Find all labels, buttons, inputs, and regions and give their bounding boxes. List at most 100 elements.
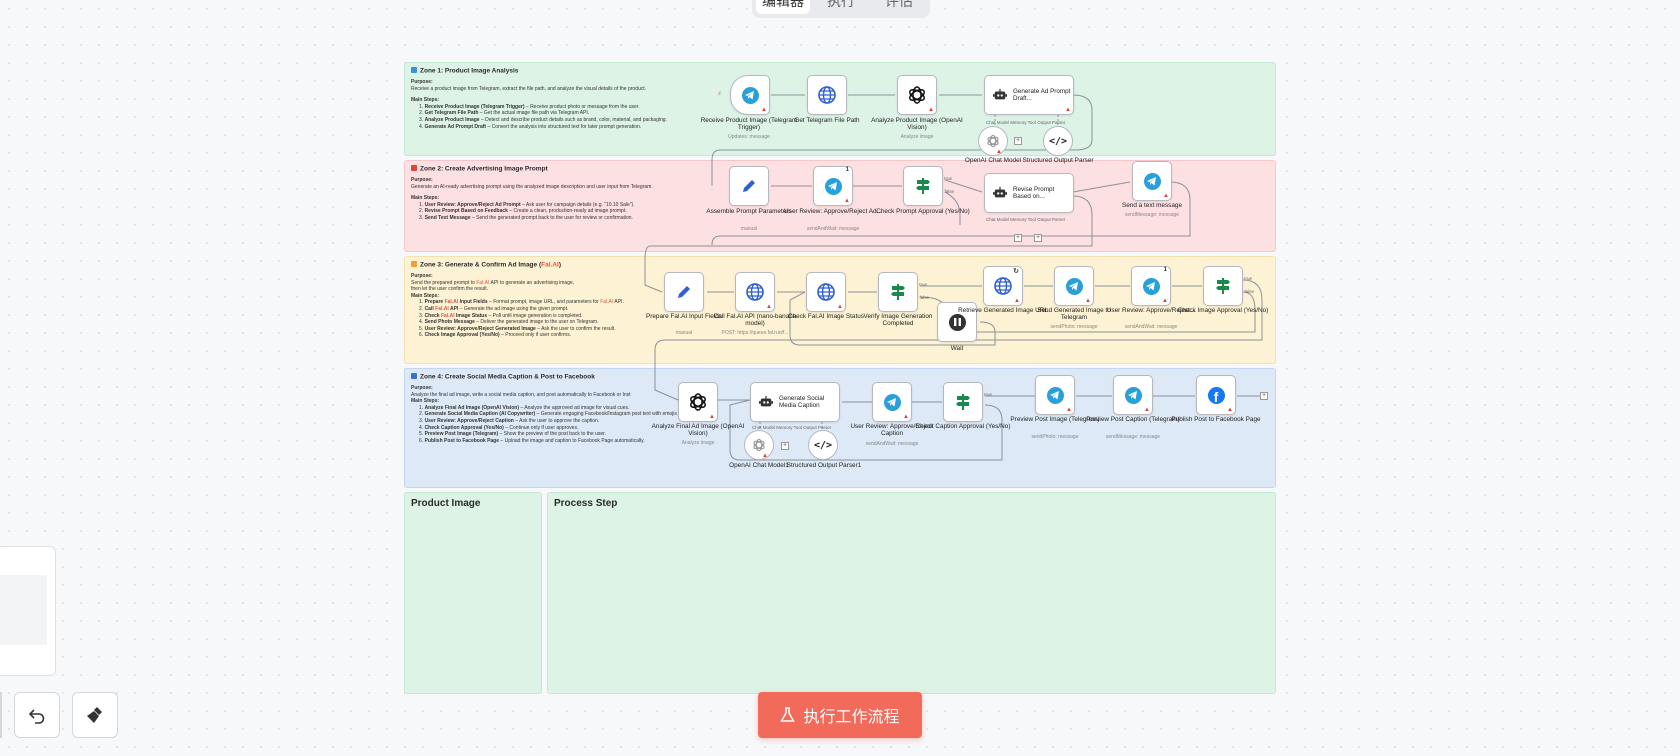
node-label: Generate Social Media Caption <box>779 394 825 410</box>
zone-4-description: Purpose: Analyze the final ad image, wri… <box>411 385 710 444</box>
if-node[interactable]: true <box>943 382 992 422</box>
add-memory-button[interactable]: + <box>1014 137 1022 145</box>
warning-icon: ▲ <box>844 198 850 204</box>
node-label: User Review: Approve/Reject... <box>1106 307 1196 314</box>
pencil-icon <box>678 286 690 298</box>
warning-icon: ▲ <box>1227 407 1233 413</box>
node-label: Check Fal.AI Image Status <box>787 313 864 320</box>
node-ports: Chat Model Memory Tool Output Parser <box>986 217 1066 222</box>
undo-icon <box>28 709 45 724</box>
tab-editor[interactable]: 编辑器 <box>756 0 810 14</box>
set-node[interactable] <box>729 166 769 206</box>
telegram-send-and-wait-node[interactable]: 1 ▲ <box>1131 266 1171 306</box>
node-subtitle: Analyze image <box>900 134 934 140</box>
node-subtitle: POST: https://queue.fal.run/f... <box>721 330 789 336</box>
openai-chat-model-node[interactable]: ▲ <box>744 430 774 460</box>
zoom-button[interactable] <box>0 692 2 738</box>
node-label: Analyze Final Ad Image (OpenAI Vision) <box>651 423 745 438</box>
if-node[interactable]: true false <box>1203 266 1254 306</box>
warning-icon: ▲ <box>709 414 715 420</box>
tab-executions[interactable]: 执行 <box>827 0 855 9</box>
http-request-node[interactable]: ▲ <box>735 272 775 312</box>
zone-1-title: Zone 1: Product Image Analysis <box>420 67 519 75</box>
telegram-send-and-wait-node[interactable]: ▲ <box>872 382 912 422</box>
ai-agent-node[interactable]: Generate Social Media Caption <box>750 382 840 422</box>
openai-vision-node[interactable]: ▲ <box>678 382 718 422</box>
node-label: User Review: Approve/Reject Ad... <box>784 208 882 215</box>
node-label: Send a text message <box>1121 202 1183 209</box>
signpost-icon <box>956 394 970 410</box>
add-parser-button[interactable]: + <box>1034 234 1042 242</box>
warning-icon: ▲ <box>1066 407 1072 413</box>
square-icon <box>411 67 417 73</box>
warning-icon: ▲ <box>928 107 934 113</box>
telegram-icon <box>741 86 759 104</box>
warning-icon: ▲ <box>766 304 772 310</box>
warning-icon: ▲ <box>1163 193 1169 199</box>
wait-node[interactable] <box>937 302 977 342</box>
process-step-sticky-note[interactable]: Process Step <box>547 492 1276 694</box>
facebook-graph-node[interactable]: f ▲ <box>1196 375 1236 415</box>
node-subtitle: manual <box>740 226 758 232</box>
zone-1-description: Purpose: Receive a product image from Te… <box>411 79 667 130</box>
tab-evaluations[interactable]: 评估 <box>885 0 913 9</box>
node-label: Receive Product Image (Telegram Trigger) <box>700 117 798 132</box>
set-node[interactable] <box>664 272 704 312</box>
node-label: Generate Ad Prompt Draft... <box>1013 87 1071 103</box>
ai-agent-node[interactable]: Revise Prompt Based on... <box>984 173 1074 213</box>
node-label: Retrieve Generated Image URL <box>958 307 1048 314</box>
node-label: Analyze Product Image (OpenAI Vision) <box>871 117 963 132</box>
add-memory-button[interactable]: + <box>781 442 789 450</box>
http-request-node[interactable]: ▲ <box>806 272 846 312</box>
undo-button[interactable] <box>14 692 60 738</box>
node-subtitle: Analyze image <box>681 440 715 446</box>
openai-chat-model-node[interactable]: ▲ <box>978 126 1008 156</box>
openai-vision-node[interactable]: ▲ <box>897 75 937 115</box>
code-icon: </> <box>813 439 833 451</box>
node-label: Publish Post to Facebook Page <box>1171 416 1261 423</box>
telegram-trigger-node[interactable]: ▲ <box>730 75 770 115</box>
telegram-icon <box>1065 277 1083 295</box>
node-label: Structured Output Parser <box>1022 157 1094 164</box>
structured-output-parser-node[interactable]: </> <box>1043 126 1073 156</box>
telegram-icon <box>1046 386 1064 404</box>
warning-icon: ▲ <box>837 304 843 310</box>
add-model-button[interactable]: + <box>1014 234 1022 242</box>
product-image-sticky-note[interactable]: Product Image <box>404 492 542 694</box>
http-request-node[interactable] <box>807 75 847 115</box>
telegram-send-and-wait-node[interactable]: 1 ▲ <box>813 166 853 206</box>
telegram-send-node[interactable]: ▲ <box>1132 161 1172 201</box>
node-label: Check Prompt Approval (Yes/No) <box>876 208 970 215</box>
structured-output-parser-node[interactable]: </> <box>808 430 838 460</box>
robot-icon <box>993 186 1007 198</box>
side-panel-content <box>0 575 47 645</box>
code-icon: </> <box>1048 135 1068 147</box>
http-request-node[interactable]: ↻ ▲ <box>983 266 1023 306</box>
telegram-send-photo-node[interactable]: ▲ <box>1054 266 1094 306</box>
telegram-icon <box>1143 172 1161 190</box>
flask-icon <box>780 707 796 722</box>
telegram-send-node[interactable]: ▲ <box>1113 375 1153 415</box>
ai-agent-node[interactable]: Generate Ad Prompt Draft... ▲ <box>984 75 1074 115</box>
openai-icon <box>690 393 706 411</box>
node-subtitle: sendPhoto: message <box>1031 434 1079 440</box>
if-node[interactable]: true false <box>878 272 929 312</box>
telegram-send-photo-node[interactable]: ▲ <box>1035 375 1075 415</box>
node-label: Wait <box>950 345 964 352</box>
if-node[interactable]: true false <box>903 166 954 206</box>
clear-button[interactable] <box>72 692 118 738</box>
node-label: Preview Post Caption (Telegram) <box>1086 416 1180 423</box>
robot-icon <box>759 395 773 407</box>
openai-icon <box>753 438 765 452</box>
warning-icon: ▲ <box>1085 298 1091 304</box>
square-icon <box>411 165 417 171</box>
telegram-icon <box>824 177 842 195</box>
warning-icon: ▲ <box>903 414 909 420</box>
node-label: OpenAI Chat Model1 <box>729 462 789 469</box>
node-label: OpenAI Chat Model <box>964 157 1022 164</box>
lightning-icon: ⚡ <box>717 91 722 98</box>
execute-workflow-button[interactable]: 执行工作流程 <box>758 692 922 738</box>
node-subtitle: sendAndWait: message <box>1124 324 1178 330</box>
warning-icon: ▲ <box>1014 298 1020 304</box>
add-node-button[interactable]: + <box>1260 392 1268 400</box>
